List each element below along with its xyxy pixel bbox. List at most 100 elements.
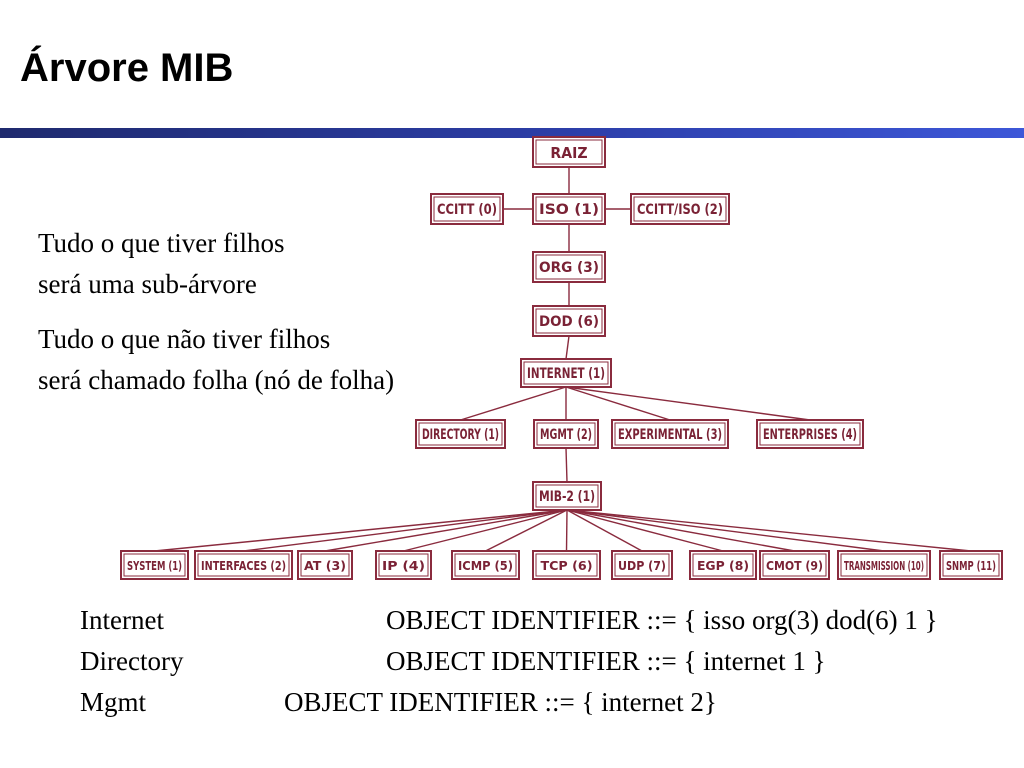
node-box — [297, 550, 353, 580]
node-box — [415, 419, 506, 449]
node-label: CCITT/ISO (2) — [637, 202, 723, 218]
edge-mib2-child — [403, 509, 568, 552]
node-raiz: RAIZ — [532, 136, 606, 168]
def-mgmt-name: Mgmt — [80, 687, 147, 717]
node-box — [532, 193, 606, 225]
node-box-inner — [523, 361, 609, 385]
note-subtree: Tudo o que tiver filhos será uma sub-árv… — [38, 223, 285, 305]
edge-mib2-child — [243, 509, 568, 552]
node-box-inner — [418, 422, 503, 446]
node-mib-2-1: MIB-2 (1) — [532, 481, 602, 511]
node-box-inner — [759, 422, 861, 446]
def-internet-value: OBJECT IDENTIFIER ::= { isso org(3) dod(… — [386, 605, 938, 635]
edge-mib2-child — [566, 509, 724, 552]
node-at-3: AT (3) — [297, 550, 353, 580]
node-box-inner — [197, 553, 290, 577]
node-box — [533, 419, 599, 449]
node-box-inner — [762, 553, 827, 577]
node-org-3: ORG (3) — [532, 251, 606, 283]
node-label: ISO (1) — [539, 202, 599, 218]
node-box-inner — [300, 553, 350, 577]
node-icmp-5: ICMP (5) — [451, 550, 520, 580]
node-box-inner — [535, 308, 603, 334]
node-box-inner — [614, 422, 726, 446]
node-label: SYSTEM (1) — [127, 559, 182, 573]
node-box — [430, 193, 504, 225]
node-label: ENTERPRISES (4) — [763, 427, 857, 443]
node-box — [756, 419, 864, 449]
node-ccitt-0: CCITT (0) — [430, 193, 504, 225]
node-box — [120, 550, 189, 580]
node-egp-8: EGP (8) — [689, 550, 757, 580]
node-iso-1: ISO (1) — [532, 193, 606, 225]
node-box — [375, 550, 432, 580]
node-box-inner — [692, 553, 754, 577]
edge-mib2-child — [566, 509, 885, 552]
node-label: DOD (6) — [539, 314, 599, 330]
edge-mib2-child — [154, 509, 568, 552]
edge-mib2-child — [485, 509, 568, 552]
def-mgmt-value: OBJECT IDENTIFIER ::= { internet 2} — [284, 687, 717, 717]
node-label: IP (4) — [382, 559, 425, 573]
edge-mgmt-mib2 — [565, 447, 568, 483]
node-box-inner — [535, 254, 603, 280]
node-box — [611, 419, 729, 449]
node-directory-1: DIRECTORY (1) — [415, 419, 506, 449]
node-box-inner — [535, 553, 598, 577]
mib-tree-diagram: RAIZ CCITT (0) ISO (1) CCITT/ISO (2) ORG (3)… — [120, 136, 1003, 580]
edge-internet-child — [460, 386, 567, 421]
node-ccitt-iso-2: CCITT/ISO (2) — [630, 193, 730, 225]
node-box-inner — [840, 553, 928, 577]
node-mgmt-2: MGMT (2) — [533, 419, 599, 449]
oid-definitions: Internet OBJECT IDENTIFIER ::= { isso or… — [0, 600, 1024, 730]
node-experimental-3: EXPERIMENTAL (3) — [611, 419, 729, 449]
title-divider — [0, 128, 1024, 138]
node-label: EGP (8) — [697, 559, 749, 573]
node-interfaces-2: INTERFACES (2) — [194, 550, 293, 580]
node-tcp-6: TCP (6) — [532, 550, 601, 580]
node-box — [520, 358, 612, 388]
node-ip-4: IP (4) — [375, 550, 432, 580]
node-label: UDP (7) — [618, 559, 666, 573]
node-box-inner — [942, 553, 1000, 577]
node-box — [532, 251, 606, 283]
node-box — [689, 550, 757, 580]
node-label: MGMT (2) — [540, 427, 592, 443]
edge-mib2-child — [566, 509, 643, 552]
edge-dod-internet — [565, 335, 570, 360]
node-box — [532, 305, 606, 337]
node-enterprises-4: ENTERPRISES (4) — [756, 419, 864, 449]
node-label: AT (3) — [304, 559, 346, 573]
note-subtree-line-2: será uma sub-árvore — [38, 269, 257, 299]
node-udp-7: UDP (7) — [611, 550, 673, 580]
node-box — [532, 550, 601, 580]
node-box-inner — [433, 196, 501, 222]
node-box — [939, 550, 1003, 580]
node-box — [532, 136, 606, 168]
edge-mib2-child — [324, 509, 568, 552]
node-label: ORG (3) — [539, 260, 599, 276]
node-box — [532, 481, 602, 511]
node-label: CCITT (0) — [437, 202, 497, 218]
node-label: RAIZ — [550, 144, 587, 162]
tree-nodes: RAIZ CCITT (0) ISO (1) CCITT/ISO (2) ORG (3)… — [120, 136, 1003, 580]
node-box — [451, 550, 520, 580]
node-box — [837, 550, 931, 580]
def-internet-name: Internet — [80, 605, 164, 635]
node-cmot-9: CMOT (9) — [759, 550, 830, 580]
node-internet-1: INTERNET (1) — [520, 358, 612, 388]
def-directory-name: Directory — [80, 646, 184, 676]
node-system-1: SYSTEM (1) — [120, 550, 189, 580]
note-leaf-line-2: será chamado folha (nó de folha) — [38, 365, 395, 395]
node-snmp-11: SNMP (11) — [939, 550, 1003, 580]
node-box-inner — [535, 139, 603, 165]
node-label: MIB-2 (1) — [539, 489, 595, 505]
node-label: INTERFACES (2) — [201, 559, 286, 573]
edge-mib2-child — [565, 509, 568, 552]
node-box — [630, 193, 730, 225]
edge-mib2-child — [566, 509, 795, 552]
node-box-inner — [633, 196, 727, 222]
node-label: INTERNET (1) — [527, 366, 605, 382]
def-directory-value: OBJECT IDENTIFIER ::= { internet 1 } — [386, 646, 826, 676]
node-box-inner — [536, 422, 596, 446]
